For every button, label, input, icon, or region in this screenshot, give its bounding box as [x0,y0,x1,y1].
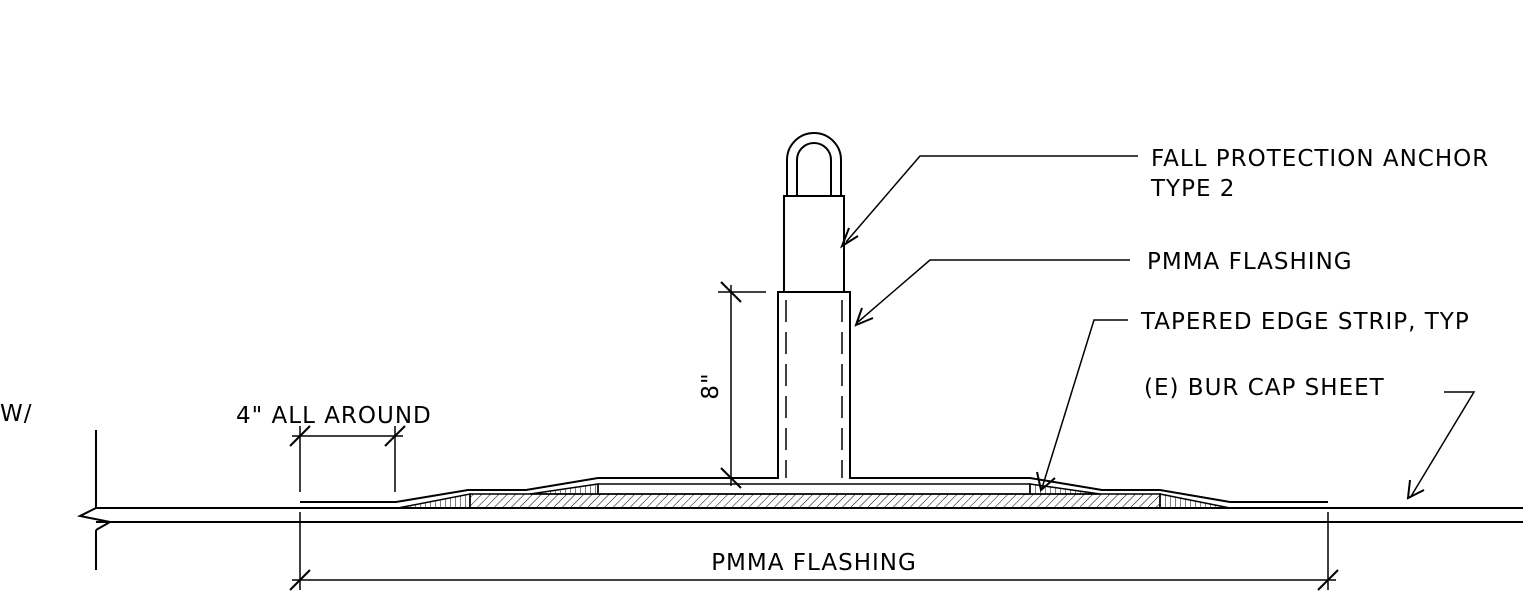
clipped-left-text: W/ [0,401,33,427]
flashing-width-dimension: PMMA FLASHING [289,512,1339,591]
anchor-post-upper [783,195,845,293]
flashing-tick-left [289,569,311,591]
tapered-strip-label: TAPERED EDGE STRIP, TYP [1140,309,1470,335]
cap-sheet-leader-line [1409,391,1476,499]
height-dim-text: 8" [698,372,724,399]
cap-sheet-leader-arrow [1406,479,1425,500]
height-tick-bottom [720,467,742,489]
cap-sheet-leader: (E) BUR CAP SHEET [1144,375,1476,500]
fall-protection-anchor [783,132,845,478]
lap-tick-right [384,425,406,447]
flashing-tick-right [1317,569,1339,591]
height-dimension: 8" [698,281,766,489]
anchor-leader-arrow [839,227,859,249]
tapered-edge-strips [397,483,1231,509]
flashing-dim-text: PMMA FLASHING [711,550,917,576]
pmma-leader-arrow [854,307,874,327]
cap-sheet-label: (E) BUR CAP SHEET [1144,375,1385,401]
lap-dim-text: 4" ALL AROUND [236,403,432,429]
lap-tick-left [289,425,311,447]
height-tick-top [720,281,742,303]
tapered-leader-line [1041,319,1128,489]
pmma-flashing-label: PMMA FLASHING [1147,249,1353,275]
tapered-strip-leader: TAPERED EDGE STRIP, TYP [1036,309,1470,492]
anchor-label-line1: FALL PROTECTION ANCHOR [1151,146,1489,172]
pmma-leader-line [857,259,1130,323]
deck-break-symbol [76,507,113,531]
base-plate [597,483,1031,495]
tapered-leader-arrow [1036,471,1056,492]
anchor-leader: FALL PROTECTION ANCHOR TYPE 2 [839,146,1489,249]
right-outer-taper [1159,493,1231,509]
anchor-loop-inner [796,142,832,196]
lap-dimension: 4" ALL AROUND [236,403,432,492]
anchor-loop-outer [786,132,842,196]
pmma-flashing-leader: PMMA FLASHING [854,249,1353,327]
left-inner-taper [529,483,599,495]
anchor-label-line2: TYPE 2 [1150,176,1235,202]
anchor-leader-line [845,155,1138,243]
substrate-board [469,493,1161,509]
